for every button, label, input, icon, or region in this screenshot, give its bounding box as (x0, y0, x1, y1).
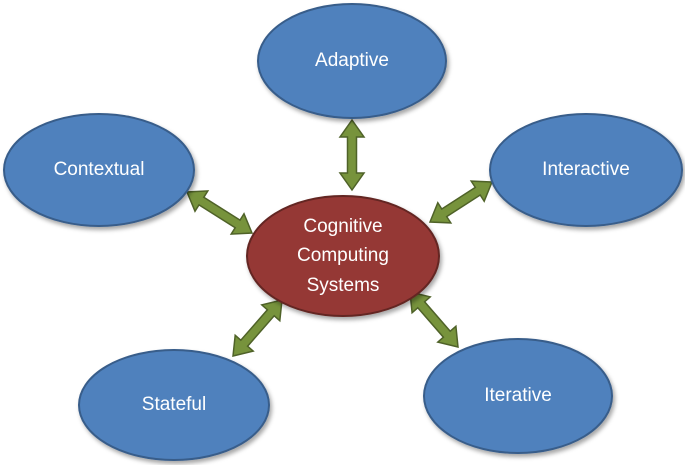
arrow-contextual (185, 190, 254, 235)
node-iterative: Iterative (423, 338, 613, 454)
arrow-interactive (428, 180, 494, 224)
center-label-line-3: Systems (307, 275, 380, 296)
node-interactive: Interactive (489, 113, 683, 227)
arrow-stateful (232, 299, 283, 357)
node-contextual: Contextual (3, 113, 195, 227)
interactive-ellipse (489, 113, 683, 227)
arrow-iterative (409, 291, 459, 348)
node-stateful: Stateful (78, 349, 270, 461)
node-center: Cognitive Computing Systems (246, 195, 440, 317)
stateful-label: Stateful (142, 394, 206, 415)
arrow-adaptive (338, 118, 366, 192)
center-label-line-2: Computing (297, 245, 389, 266)
center-label-line-1: Cognitive (303, 216, 382, 237)
node-adaptive: Adaptive (257, 3, 447, 119)
iterative-label: Iterative (484, 385, 552, 406)
stateful-ellipse (78, 349, 270, 461)
arrows-group (185, 118, 494, 357)
interactive-label: Interactive (542, 159, 630, 180)
contextual-ellipse (3, 113, 195, 227)
adaptive-label: Adaptive (315, 50, 389, 71)
center-ellipse (246, 195, 440, 317)
iterative-ellipse (423, 338, 613, 454)
contextual-label: Contextual (54, 159, 145, 180)
adaptive-ellipse (257, 3, 447, 119)
